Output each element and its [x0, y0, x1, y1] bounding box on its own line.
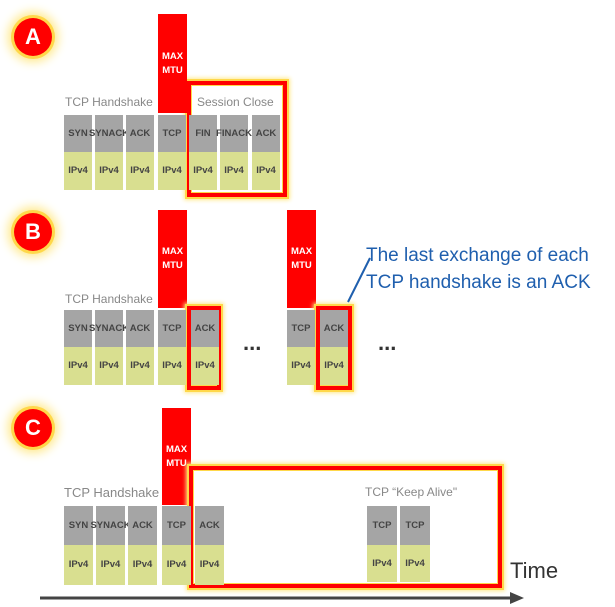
- badge-a: A: [14, 18, 52, 56]
- callout-line: [347, 257, 371, 303]
- header-cell-fin: FIN: [189, 115, 217, 152]
- ipv4-cell: IPv4: [158, 152, 186, 190]
- header-cell-tcp: TCP: [400, 506, 430, 545]
- ipv4-cell: IPv4: [189, 152, 217, 190]
- session-close-label: Session Close: [197, 95, 274, 109]
- ipv4-cell: IPv4: [95, 347, 123, 385]
- ipv4-cell: IPv4: [220, 152, 248, 190]
- header-cell-ack: ACK: [128, 506, 157, 545]
- ipv4-cell: IPv4: [367, 545, 397, 582]
- tcp-handshake-label-c: TCP Handshake: [64, 485, 160, 500]
- tcp-handshake-label-b: TCP Handshake: [65, 292, 153, 306]
- header-cell-syn: SYN: [64, 310, 92, 347]
- ipv4-cell: IPv4: [95, 152, 123, 190]
- ipv4-cell: IPv4: [287, 347, 315, 385]
- header-cell-ack: ACK: [191, 310, 219, 347]
- ipv4-cell: IPv4: [126, 152, 154, 190]
- ipv4-cell: IPv4: [158, 347, 186, 385]
- ipv4-cell: IPv4: [64, 152, 92, 190]
- ipv4-cell: IPv4: [191, 347, 219, 385]
- header-cell-syn: SYN: [64, 506, 93, 545]
- header-cell-ack: ACK: [252, 115, 280, 152]
- header-cell-ack: ACK: [320, 310, 348, 347]
- badge-c: C: [14, 409, 52, 447]
- ipv4-cell: IPv4: [96, 545, 125, 585]
- ipv4-cell: IPv4: [126, 347, 154, 385]
- tcp-handshake-label-a: TCP Handshake: [65, 95, 153, 109]
- ipv4-cell: IPv4: [195, 545, 224, 585]
- ack-highlight-b2: [316, 306, 352, 390]
- ack-highlight-b1: [187, 306, 221, 390]
- ellipsis-2: ...: [378, 330, 397, 355]
- time-label: Time: [510, 558, 559, 583]
- keep-alive-highlight: [189, 466, 502, 588]
- header-cell-ack: ACK: [126, 115, 154, 152]
- ipv4-cell: IPv4: [128, 545, 157, 585]
- keep-alive-label: TCP “Keep Alive": [365, 485, 458, 499]
- header-cell-tcp: TCP: [158, 310, 186, 347]
- ipv4-cell: IPv4: [162, 545, 191, 585]
- header-cell-ack: ACK: [126, 310, 154, 347]
- header-cell-ack: ACK: [195, 506, 224, 545]
- ipv4-cell: IPv4: [400, 545, 430, 582]
- header-cell-syn: SYN: [64, 115, 92, 152]
- ipv4-cell: IPv4: [64, 545, 93, 585]
- header-cell-tcp: TCP: [158, 115, 186, 152]
- time-arrow: [40, 592, 524, 604]
- ipv4-cell: IPv4: [252, 152, 280, 190]
- ipv4-cell: IPv4: [320, 347, 348, 385]
- ellipsis-1: ...: [243, 330, 262, 355]
- header-cell-tcp: TCP: [287, 310, 315, 347]
- header-cell-tcp: TCP: [367, 506, 397, 545]
- header-cell-tcp: TCP: [162, 506, 191, 545]
- ipv4-cell: IPv4: [64, 347, 92, 385]
- badge-b: B: [14, 213, 52, 251]
